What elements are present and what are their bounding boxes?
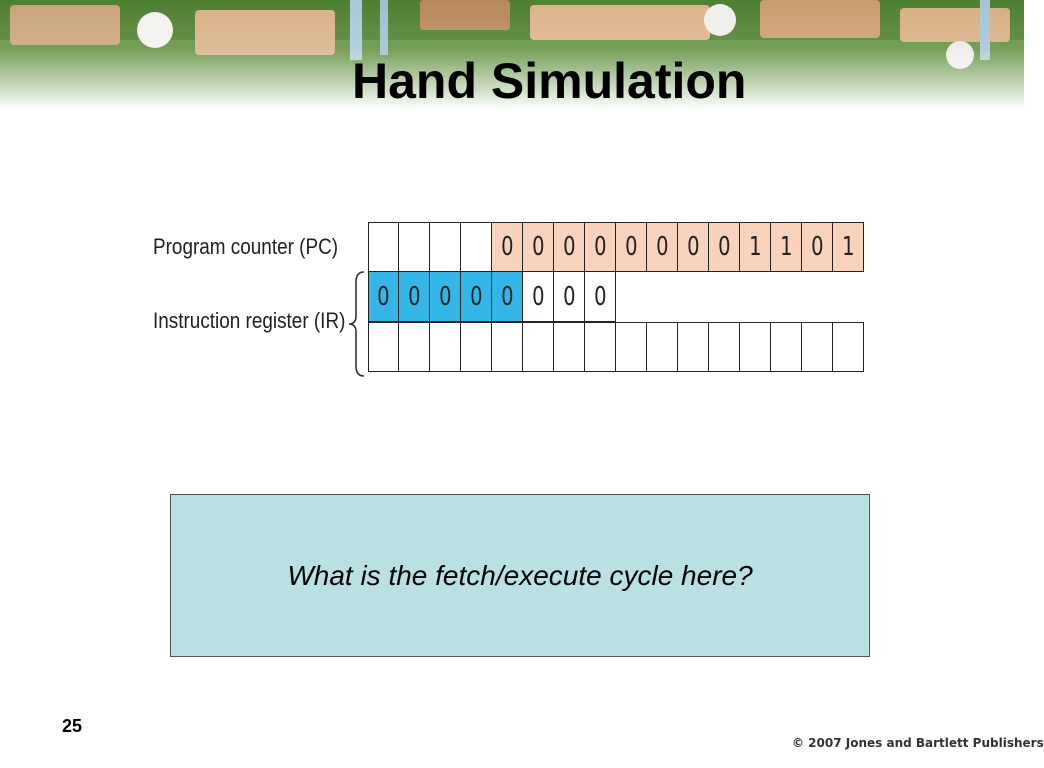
pc-bit-cell: 0 <box>647 222 678 272</box>
ir-top-bit-cell <box>616 272 647 322</box>
ir-top-bit-cell: 0 <box>461 272 492 322</box>
ir-top-bit-value: 0 <box>531 281 545 312</box>
pc-bit-value: 1 <box>779 232 793 262</box>
ir-top-bit-cell: 0 <box>523 272 554 322</box>
ir-top-bit-cell: 0 <box>585 272 616 322</box>
question-box: What is the fetch/execute cycle here? <box>170 494 870 657</box>
ir-top-bit-cell <box>740 272 771 322</box>
ir-top-bit-cell <box>647 272 678 322</box>
ir-bottom-bit-cell <box>368 322 399 372</box>
pc-bit-cell: 1 <box>771 222 802 272</box>
ir-top-bit-cell <box>771 272 802 322</box>
instruction-register-bracket <box>346 270 366 383</box>
ir-top-bit-cell: 0 <box>430 272 461 322</box>
ir-top-bit-value: 0 <box>407 281 421 312</box>
pc-bit-cell: 0 <box>523 222 554 272</box>
pc-bit-cell: 0 <box>802 222 833 272</box>
pc-bit-cell <box>399 222 430 272</box>
instruction-register-label: Instruction register (IR) <box>153 308 346 333</box>
ir-bottom-bit-cell <box>833 322 864 372</box>
ir-bottom-bit-cell <box>461 322 492 372</box>
pc-bit-value: 0 <box>531 232 545 262</box>
instruction-register-lower <box>368 322 864 372</box>
pc-bit-value: 0 <box>562 232 576 262</box>
pc-bit-cell: 0 <box>554 222 585 272</box>
ir-top-bit-cell: 0 <box>368 272 399 322</box>
pc-bit-value: 1 <box>748 232 762 262</box>
slide-title: Hand Simulation <box>352 53 747 109</box>
copyright-notice: © 2007 Jones and Bartlett Publishers <box>792 736 1044 750</box>
ir-top-bit-cell <box>709 272 740 322</box>
pc-bit-cell <box>430 222 461 272</box>
ir-top-bit-value: 0 <box>377 281 390 312</box>
ir-top-bit-value: 0 <box>438 281 452 312</box>
ir-bottom-bit-cell <box>709 322 740 372</box>
pc-bit-cell: 1 <box>833 222 864 272</box>
pc-bit-cell <box>461 222 492 272</box>
ir-top-bit-cell: 0 <box>399 272 430 322</box>
ir-top-bit-cell: 0 <box>554 272 585 322</box>
ir-top-bit-value: 0 <box>593 281 607 312</box>
pc-bit-cell <box>368 222 399 272</box>
program-counter-label: Program counter (PC) <box>153 234 339 259</box>
ir-bottom-bit-cell <box>523 322 554 372</box>
pc-bit-value: 1 <box>841 232 855 262</box>
ir-bottom-bit-cell <box>492 322 523 372</box>
pc-bit-value: 0 <box>500 232 514 262</box>
ir-top-bit-cell <box>802 272 833 322</box>
ir-bottom-bit-cell <box>554 322 585 372</box>
ir-bottom-bit-cell <box>802 322 833 372</box>
ir-bottom-bit-cell <box>399 322 430 372</box>
pc-bit-value: 0 <box>810 232 824 262</box>
pc-bit-cell: 0 <box>616 222 647 272</box>
circuit-board-banner <box>0 0 1024 110</box>
question-text: What is the fetch/execute cycle here? <box>287 559 753 591</box>
pc-bit-value: 0 <box>624 232 638 262</box>
ir-bottom-bit-cell <box>616 322 647 372</box>
pc-bit-cell: 0 <box>709 222 740 272</box>
pc-bit-cell: 0 <box>585 222 616 272</box>
ir-top-bit-cell <box>678 272 709 322</box>
ir-top-bit-value: 0 <box>562 281 576 312</box>
ir-bottom-bit-cell <box>430 322 461 372</box>
ir-bottom-bit-cell <box>585 322 616 372</box>
ir-top-bit-cell: 0 <box>492 272 523 322</box>
pc-bit-value: 0 <box>686 232 700 262</box>
ir-bottom-bit-cell <box>740 322 771 372</box>
pc-bit-value: 0 <box>655 232 669 262</box>
pc-bit-value: 0 <box>593 232 607 262</box>
ir-top-bit-cell <box>833 272 864 322</box>
ir-top-bit-value: 0 <box>469 281 483 312</box>
pc-bit-cell: 0 <box>678 222 709 272</box>
pc-bit-value: 0 <box>717 232 731 262</box>
pc-bit-cell: 1 <box>740 222 771 272</box>
pc-bit-cell: 0 <box>492 222 523 272</box>
ir-bottom-bit-cell <box>771 322 802 372</box>
ir-bottom-bit-cell <box>647 322 678 372</box>
ir-top-bit-value: 0 <box>500 281 514 312</box>
ir-bottom-bit-cell <box>678 322 709 372</box>
page-number: 25 <box>62 716 83 736</box>
